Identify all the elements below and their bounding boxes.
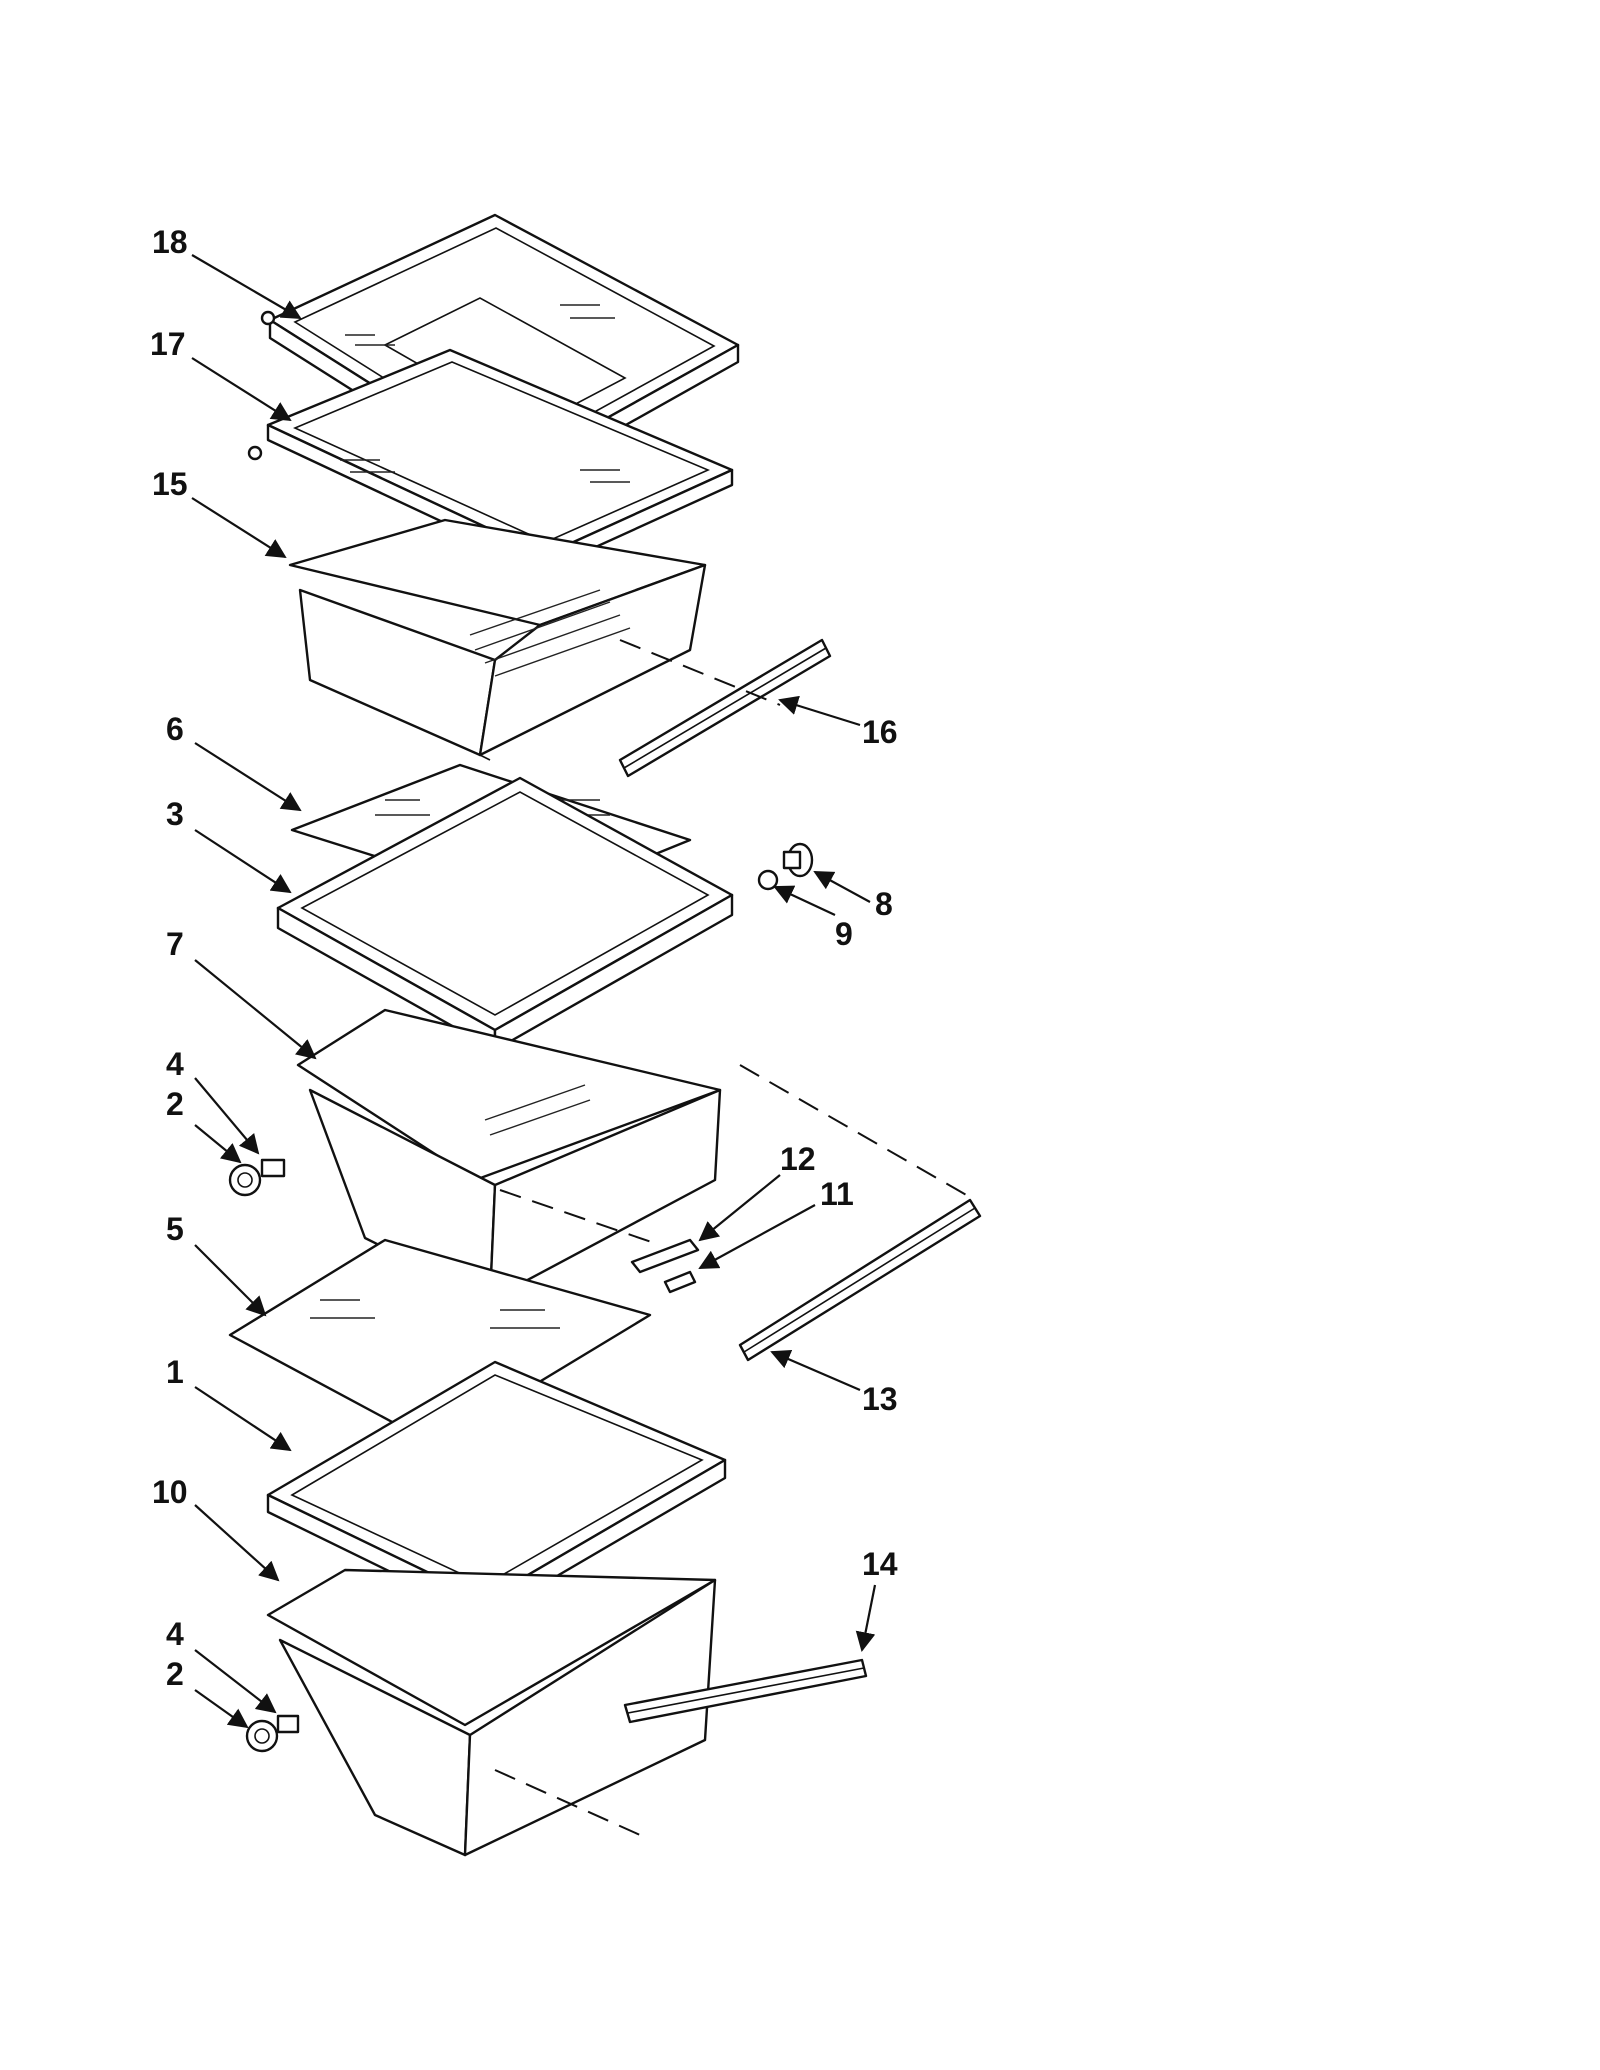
callout-7: 7: [166, 926, 184, 962]
part-11-clip[interactable]: [663, 1270, 697, 1294]
callout-18: 18: [152, 224, 188, 260]
callout-4-upper: 4: [166, 1046, 184, 1082]
callout-6: 6: [166, 711, 184, 747]
part-7-crisper-drawer[interactable]: [296, 1008, 722, 1302]
callout-3: 3: [166, 796, 184, 832]
callout-5: 5: [166, 1211, 184, 1247]
part-5-glass-shelf[interactable]: [228, 1238, 652, 1447]
callout-2-lower: 2: [166, 1656, 184, 1692]
part-4-axle-lower[interactable]: [276, 1714, 300, 1734]
callout-9: 9: [835, 916, 853, 952]
callout-14: 14: [862, 1546, 898, 1582]
part-15-deli-drawer[interactable]: [288, 518, 707, 761]
leader-lines: [191, 254, 877, 1729]
callout-11: 11: [820, 1176, 854, 1212]
callout-12: 12: [780, 1141, 816, 1177]
part-8-roller[interactable]: [782, 842, 814, 878]
callout-10: 10: [152, 1474, 188, 1510]
callout-2-upper: 2: [166, 1086, 184, 1122]
part-16-trim-strip[interactable]: [618, 638, 832, 778]
part-14-trim-strip[interactable]: [623, 1658, 868, 1724]
callout-labels: 18 17 15 16 6 3 8 9 7 4 2 12 11 5 13 1 1…: [150, 224, 898, 1692]
callout-17: 17: [150, 326, 186, 362]
callout-8: 8: [875, 886, 893, 922]
part-9-screw[interactable]: [757, 869, 779, 891]
callout-16: 16: [862, 714, 898, 750]
part-3-crisper-frame[interactable]: [276, 776, 734, 1052]
part-13-trim-strip[interactable]: [738, 1198, 982, 1362]
part-12-badge[interactable]: [630, 1238, 700, 1274]
callout-4-lower: 4: [166, 1616, 184, 1652]
callout-15: 15: [152, 466, 188, 502]
part-10-crisper-drawer[interactable]: [266, 1568, 717, 1857]
part-4-axle-upper[interactable]: [260, 1158, 286, 1178]
callout-13: 13: [862, 1381, 898, 1417]
callout-1: 1: [166, 1354, 184, 1390]
part-2-wheel-lower[interactable]: [245, 1719, 279, 1753]
part-2-wheel-upper[interactable]: [228, 1163, 262, 1197]
